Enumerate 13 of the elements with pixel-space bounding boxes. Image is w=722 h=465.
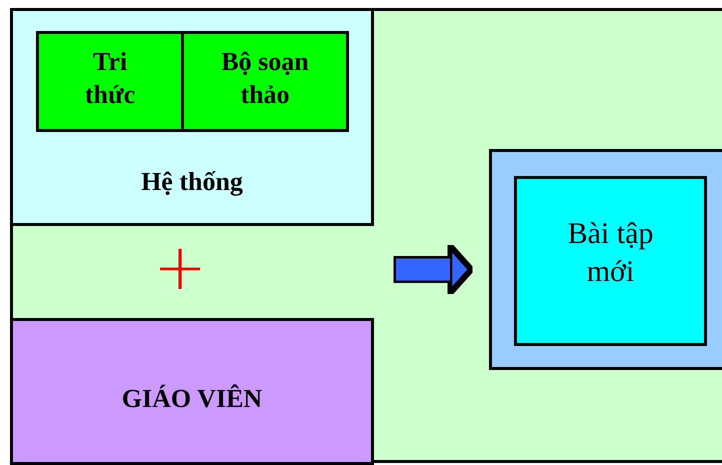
node-label: GIÁO VIÊN bbox=[120, 383, 264, 415]
node-label: Bài tập mới bbox=[566, 216, 654, 290]
node-label: Bộ soạn thảo bbox=[220, 46, 310, 110]
node-label: Hệ thống bbox=[140, 166, 244, 198]
plus-sign: + bbox=[152, 236, 208, 300]
knowledge-box bbox=[36, 31, 184, 132]
empty-box bbox=[489, 149, 722, 370]
node-label: Tri thức bbox=[84, 46, 136, 110]
system-box bbox=[10, 8, 374, 226]
teacher-box bbox=[10, 318, 374, 465]
editor-box bbox=[181, 31, 349, 132]
new-exercise-box bbox=[514, 176, 707, 346]
block-arrow bbox=[396, 248, 470, 291]
